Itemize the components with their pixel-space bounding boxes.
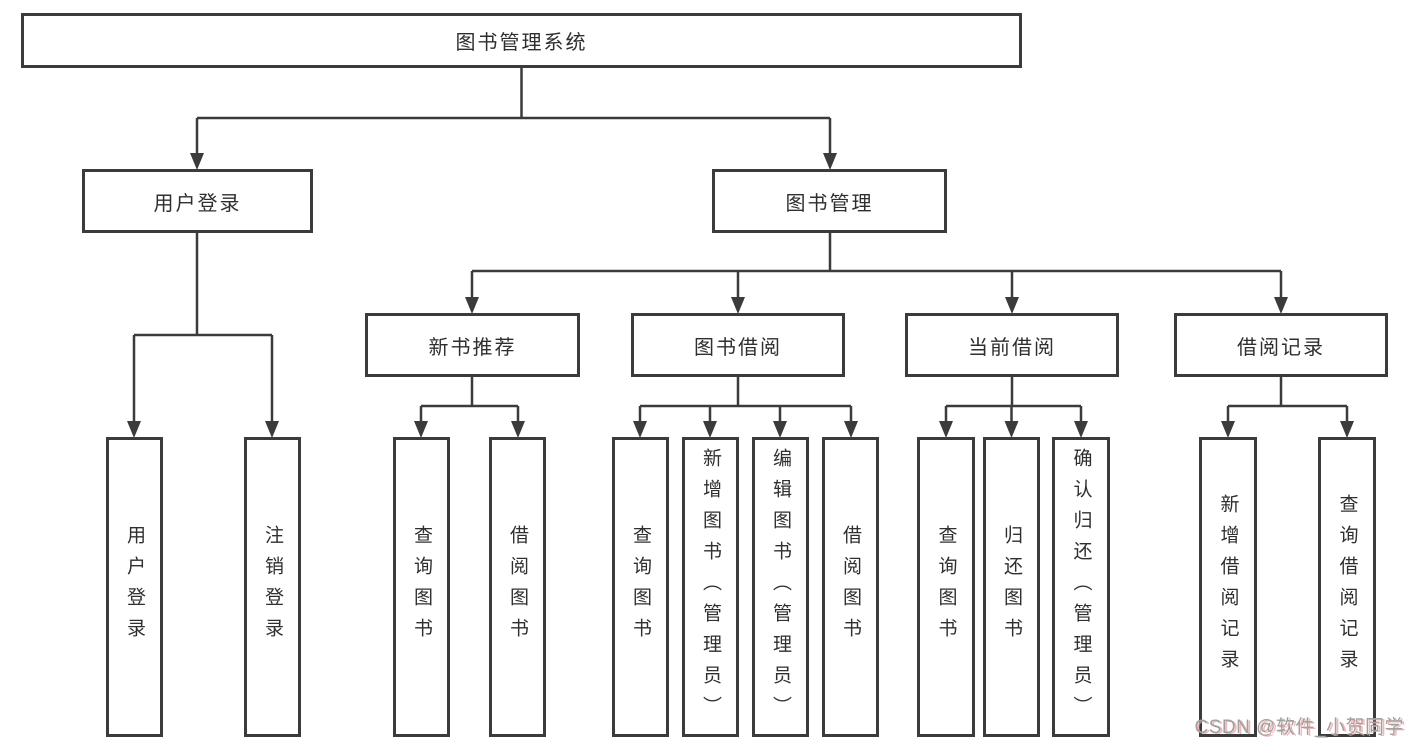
leaf-query-books-borrow-label: 查询图书 <box>630 525 651 649</box>
leaf-logout-label: 注销登录 <box>262 525 283 649</box>
node-user-login: 用户登录 <box>82 169 313 233</box>
connector-borrow-records-children <box>1221 377 1354 438</box>
connector-book-borrow-children <box>633 377 858 438</box>
leaf-add-books-admin-label: 新增图书（管理员） <box>700 447 721 727</box>
leaf-confirm-return-admin-label: 确认归还（管理员） <box>1070 447 1092 727</box>
leaf-query-books-current-label: 查询图书 <box>935 525 957 649</box>
leaf-borrow-books-label: 借阅图书 <box>840 525 861 649</box>
leaf-logout: 注销登录 <box>244 437 301 737</box>
csdn-watermark: CSDN @软件_小贺同学 <box>1194 717 1404 738</box>
leaf-borrow-books-recommend-label: 借阅图书 <box>507 525 528 649</box>
node-library-system: 图书管理系统 <box>21 13 1022 68</box>
node-borrow-records-label: 借阅记录 <box>1237 336 1325 359</box>
leaf-edit-books-admin-label: 编辑图书（管理员） <box>770 447 791 727</box>
leaf-query-books-recommend-label: 查询图书 <box>411 525 432 649</box>
leaf-user-login-label: 用户登录 <box>124 525 145 649</box>
leaf-confirm-return-admin: 确认归还（管理员） <box>1052 437 1110 737</box>
node-borrow-records: 借阅记录 <box>1174 313 1388 377</box>
leaf-add-borrow-record: 新增借阅记录 <box>1199 437 1257 737</box>
node-new-book-recommend-label: 新书推荐 <box>428 336 517 359</box>
leaf-add-books-admin: 新增图书（管理员） <box>682 437 739 737</box>
node-book-borrow: 图书借阅 <box>631 313 845 377</box>
node-book-management: 图书管理 <box>712 169 947 233</box>
connector-current-borrow-children <box>939 377 1088 438</box>
leaf-return-books-label: 归还图书 <box>1001 525 1022 649</box>
leaf-query-books-recommend: 查询图书 <box>393 437 450 737</box>
connector-new-books-children <box>414 377 525 438</box>
node-book-management-label: 图书管理 <box>785 192 874 215</box>
leaf-edit-books-admin: 编辑图书（管理员） <box>752 437 809 737</box>
connector-book-mgmt-to-level3 <box>465 233 1288 314</box>
leaf-query-books-current: 查询图书 <box>917 437 975 737</box>
leaf-borrow-books-recommend: 借阅图书 <box>489 437 546 737</box>
leaf-query-borrow-record: 查询借阅记录 <box>1318 437 1376 737</box>
leaf-query-borrow-record-label: 查询借阅记录 <box>1336 494 1358 680</box>
node-new-book-recommend: 新书推荐 <box>365 313 580 377</box>
node-current-borrow-label: 当前借阅 <box>968 336 1056 359</box>
node-book-borrow-label: 图书借阅 <box>694 336 782 359</box>
leaf-return-books: 归还图书 <box>983 437 1040 737</box>
leaf-borrow-books: 借阅图书 <box>822 437 879 737</box>
connector-root-to-level2 <box>190 68 837 170</box>
leaf-user-login: 用户登录 <box>106 437 163 737</box>
node-user-login-label: 用户登录 <box>153 192 242 215</box>
connector-user-login-children <box>127 233 279 438</box>
node-current-borrow: 当前借阅 <box>905 313 1119 377</box>
leaf-query-books-borrow: 查询图书 <box>612 437 669 737</box>
leaf-add-borrow-record-label: 新增借阅记录 <box>1217 494 1239 680</box>
node-library-system-label: 图书管理系统 <box>455 32 588 54</box>
